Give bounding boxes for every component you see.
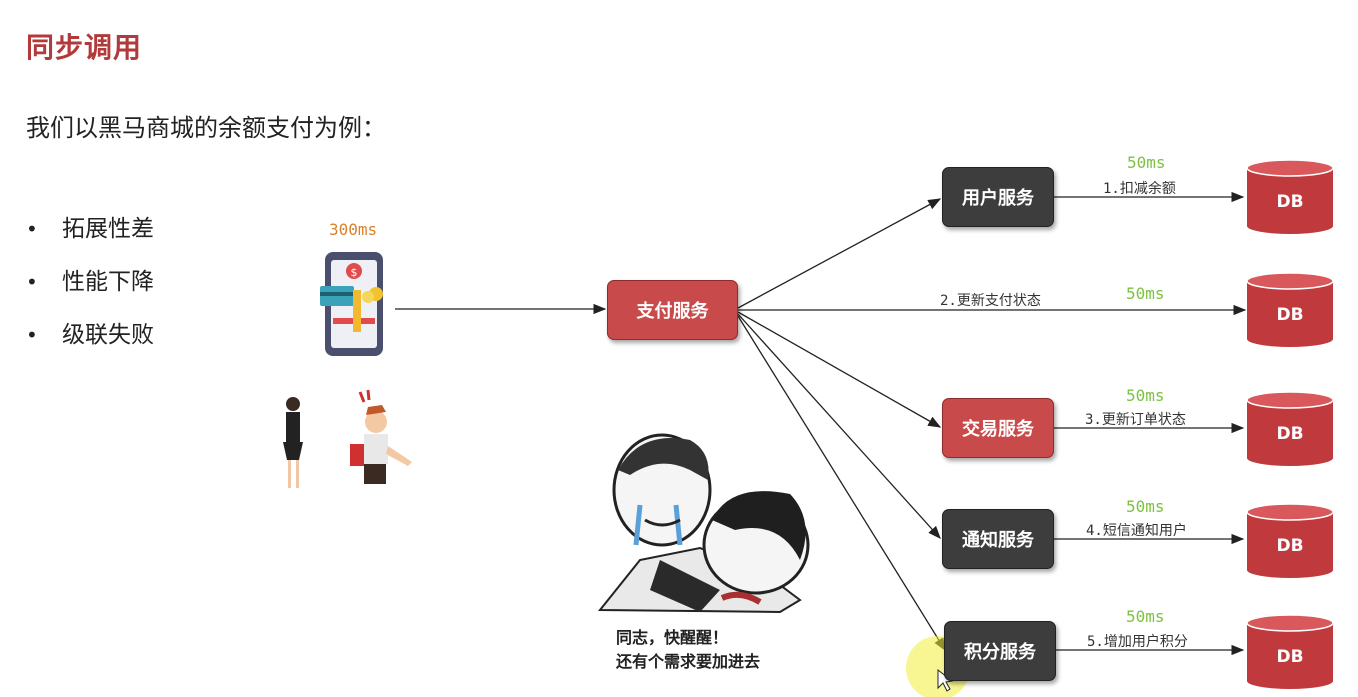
page-subtitle: 我们以黑马商城的余额支付为例： bbox=[26, 114, 386, 142]
phone-payment-icon: $ bbox=[320, 252, 383, 356]
points-service-box: 积分服务 bbox=[944, 621, 1056, 681]
latency-label: 50ms bbox=[1127, 153, 1166, 172]
step-label: 5.增加用户积分 bbox=[1087, 634, 1188, 650]
latency-label: 50ms bbox=[1126, 386, 1165, 405]
db-cylinder bbox=[1246, 614, 1334, 689]
latency-label: 50ms bbox=[1126, 284, 1165, 303]
bullet-item: 级联失败 bbox=[26, 318, 154, 371]
db-label: DB bbox=[1276, 424, 1304, 444]
meme-illustration bbox=[597, 433, 810, 614]
mouse-cursor-icon bbox=[937, 668, 954, 692]
db-label: DB bbox=[1276, 305, 1304, 325]
svg-text:$: $ bbox=[351, 266, 358, 279]
step-label: 1.扣减余额 bbox=[1103, 181, 1176, 197]
trade-service-box: 交易服务 bbox=[942, 398, 1054, 458]
meme-caption-line: 还有个需求要加进去 bbox=[616, 652, 761, 671]
latency-label: 50ms bbox=[1126, 497, 1165, 516]
people-illustration bbox=[283, 389, 412, 488]
db-label: DB bbox=[1276, 536, 1304, 556]
bullet-item: 性能下降 bbox=[26, 265, 154, 318]
db-cylinder bbox=[1246, 272, 1334, 347]
db-cylinder bbox=[1246, 391, 1334, 466]
step-label: 2.更新支付状态 bbox=[940, 293, 1041, 309]
user-service-box: 用户服务 bbox=[942, 167, 1054, 227]
meme-caption-line: 同志，快醒醒！ bbox=[616, 628, 729, 647]
db-cylinder bbox=[1246, 159, 1334, 234]
notify-service-box: 通知服务 bbox=[942, 509, 1054, 569]
meme-caption: 同志，快醒醒！ 还有个需求要加进去 bbox=[616, 626, 760, 674]
db-label: DB bbox=[1276, 647, 1304, 667]
payment-service-box: 支付服务 bbox=[607, 280, 738, 340]
page-title: 同步调用 bbox=[26, 31, 143, 64]
bullet-item: 拓展性差 bbox=[26, 212, 154, 265]
bullet-list: 拓展性差 性能下降 级联失败 bbox=[26, 212, 154, 371]
db-cylinder bbox=[1246, 503, 1334, 578]
latency-label: 50ms bbox=[1126, 607, 1165, 626]
db-label: DB bbox=[1276, 192, 1304, 212]
total-latency: 300ms bbox=[329, 220, 378, 239]
step-label: 3.更新订单状态 bbox=[1085, 412, 1186, 428]
step-label: 4.短信通知用户 bbox=[1086, 523, 1187, 539]
